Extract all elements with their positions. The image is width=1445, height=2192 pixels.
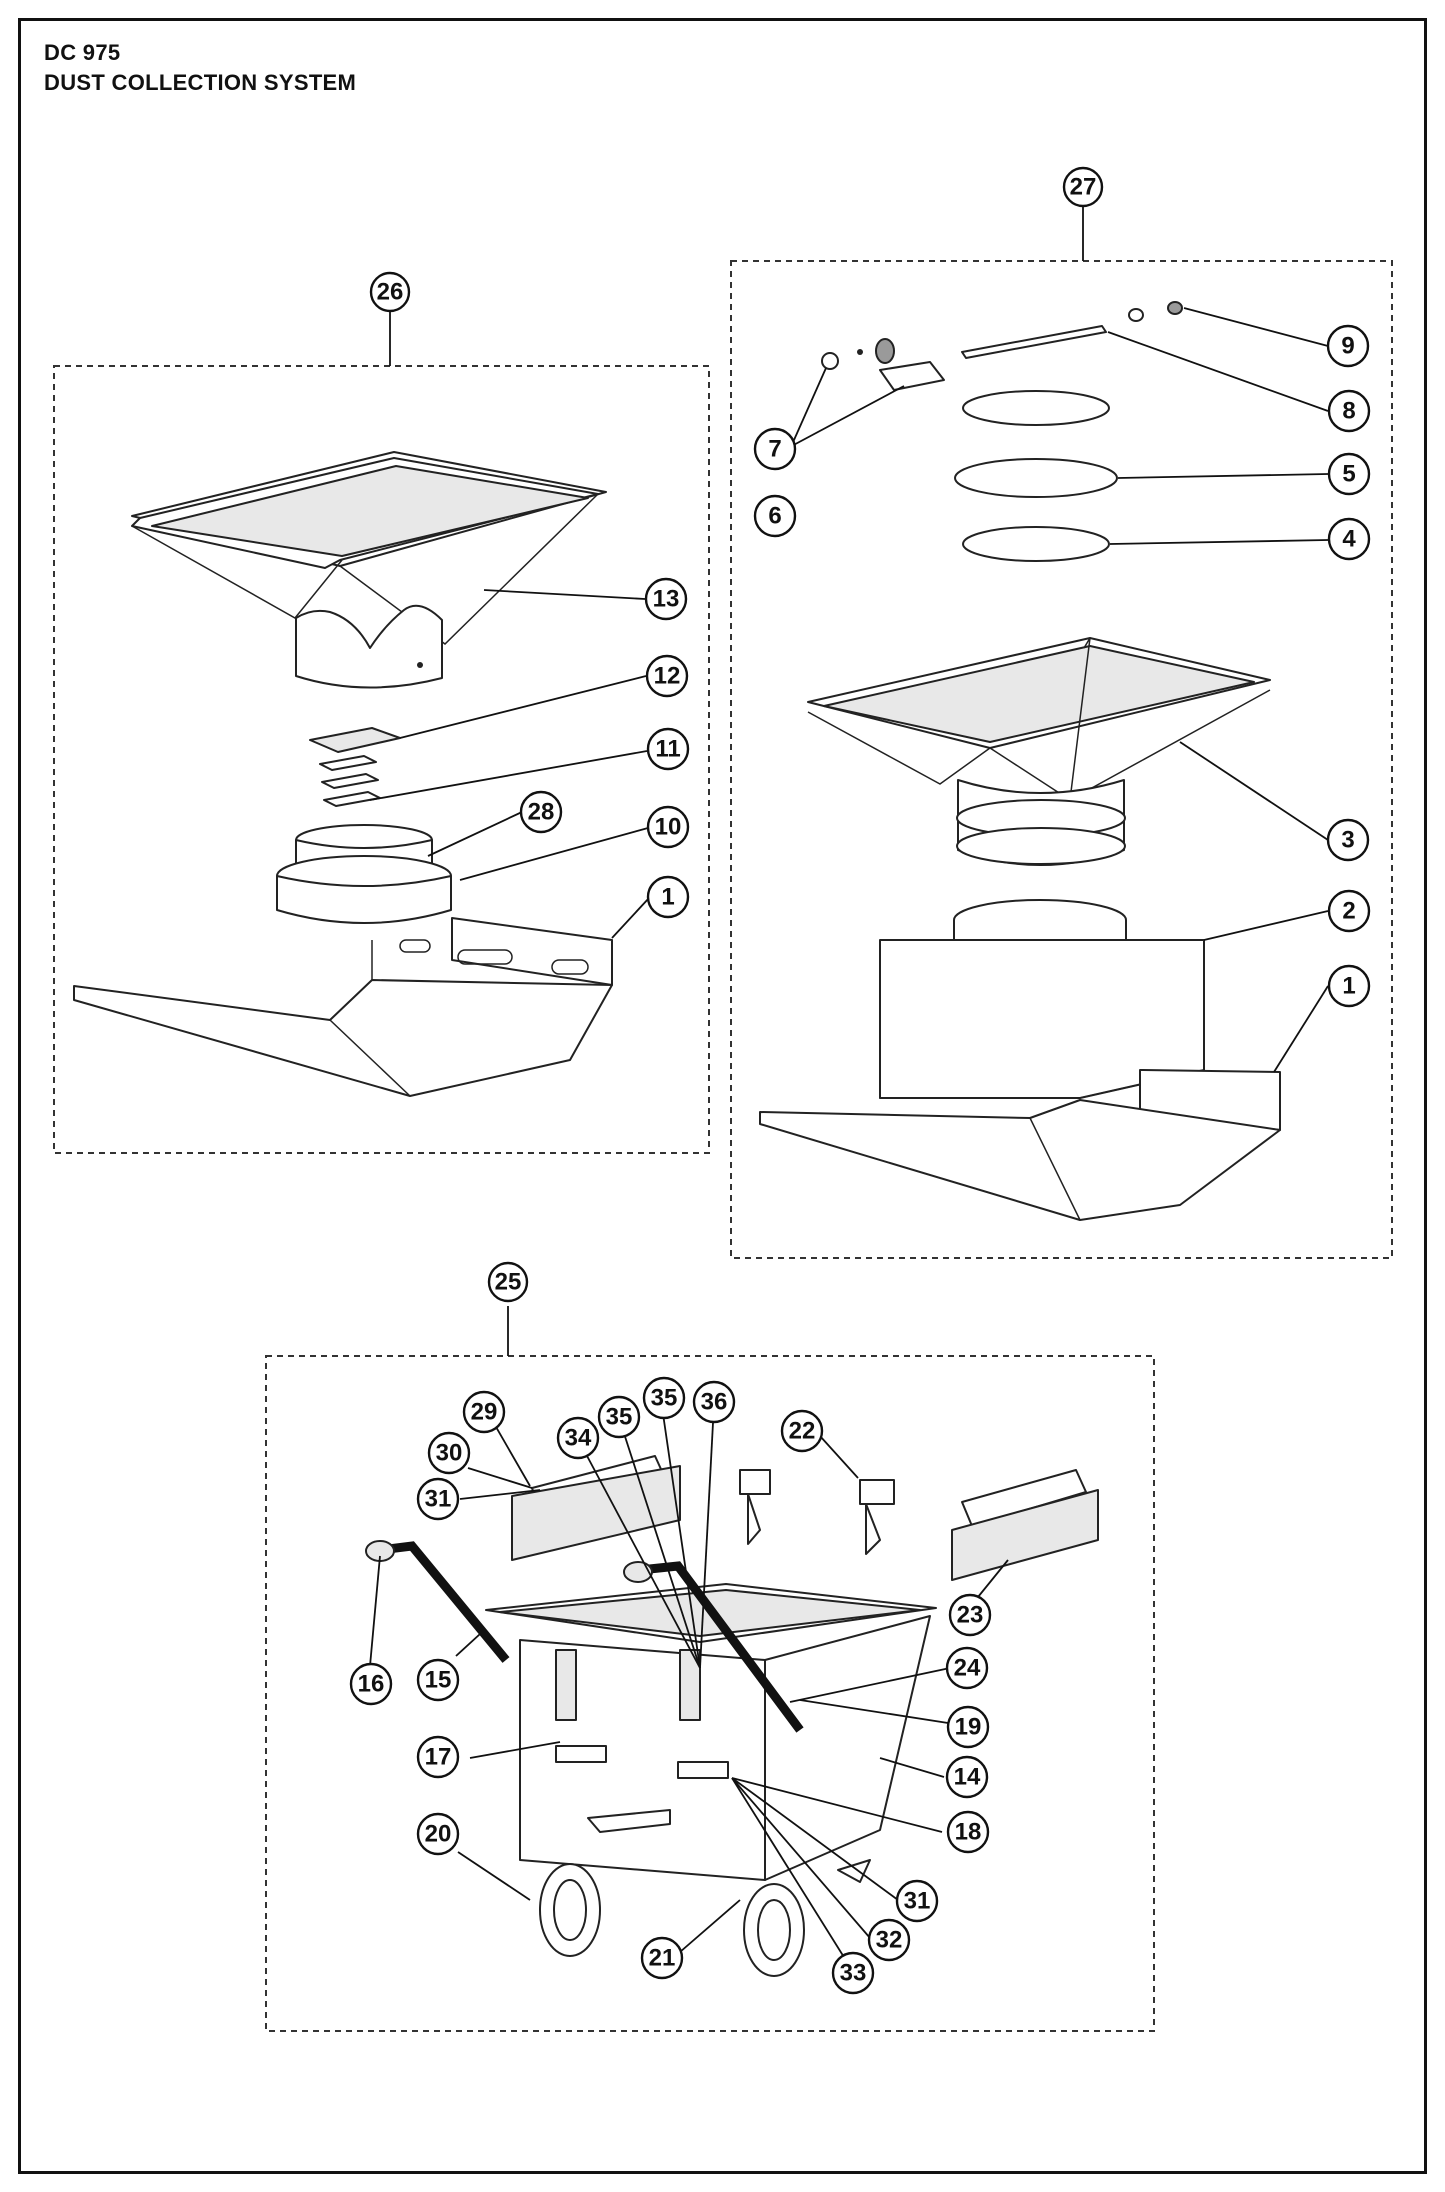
callout-18: 18	[946, 1810, 990, 1854]
svg-text:17: 17	[425, 1744, 452, 1771]
callout-1-a27: 1	[1327, 964, 1371, 1008]
bracket-side	[451, 917, 613, 986]
callout-10: 10	[646, 805, 690, 849]
svg-text:3: 3	[1341, 827, 1354, 854]
svg-text:26: 26	[377, 279, 404, 306]
svg-text:8: 8	[1342, 398, 1355, 425]
callout-30: 30	[427, 1431, 471, 1475]
callout-28: 28	[519, 790, 563, 834]
callout-6: 6	[753, 494, 797, 538]
assembly-26-drawing	[73, 451, 613, 1097]
svg-text:4: 4	[1342, 526, 1356, 553]
assembly-27-drawing	[759, 301, 1281, 1221]
callout-27: 27	[1062, 166, 1104, 208]
svg-text:12: 12	[654, 663, 681, 690]
callout-14: 14	[945, 1755, 989, 1799]
callout-19: 19	[946, 1705, 990, 1749]
callout-20: 20	[416, 1812, 460, 1856]
assembly-25-box	[265, 1355, 1155, 2032]
callout-15: 15	[416, 1658, 460, 1702]
svg-text:7: 7	[768, 436, 781, 463]
svg-text:6: 6	[768, 503, 781, 530]
svg-text:2: 2	[1342, 898, 1355, 925]
svg-text:16: 16	[358, 1671, 385, 1698]
svg-text:32: 32	[876, 1927, 903, 1954]
callout-12: 12	[645, 654, 689, 698]
svg-text:11: 11	[655, 736, 680, 763]
svg-text:30: 30	[436, 1440, 463, 1467]
callout-34: 34	[556, 1416, 600, 1460]
callout-35-left: 35	[597, 1395, 641, 1439]
svg-text:29: 29	[471, 1399, 498, 1426]
model-title: DC 975	[44, 40, 121, 65]
callout-32: 32	[867, 1918, 911, 1962]
callout-23: 23	[948, 1593, 992, 1637]
callout-2: 2	[1327, 889, 1371, 933]
svg-text:1: 1	[661, 884, 674, 911]
clip-plate	[309, 727, 401, 753]
hopper-throat	[295, 604, 443, 689]
assembly-27-box	[730, 260, 1393, 1259]
callout-17: 17	[416, 1735, 460, 1779]
svg-text:24: 24	[954, 1655, 981, 1682]
callout-4: 4	[1327, 517, 1371, 561]
callout-31-top: 31	[416, 1477, 460, 1521]
callout-3: 3	[1326, 818, 1370, 862]
svg-text:5: 5	[1342, 461, 1355, 488]
leader-lines	[369, 206, 1329, 1971]
assembly-25-drawing	[365, 1455, 1099, 1977]
svg-text:36: 36	[701, 1389, 728, 1416]
callout-26: 26	[369, 271, 411, 313]
svg-text:13: 13	[653, 586, 680, 613]
callout-21: 21	[640, 1936, 684, 1980]
system-title: DUST COLLECTION SYSTEM	[44, 70, 357, 95]
callout-1-a26: 1	[646, 875, 690, 919]
svg-text:18: 18	[955, 1819, 982, 1846]
svg-text:28: 28	[528, 799, 555, 826]
callout-16: 16	[349, 1662, 393, 1706]
svg-text:10: 10	[655, 814, 682, 841]
callout-36: 36	[692, 1380, 736, 1424]
callout-31-bottom: 31	[895, 1879, 939, 1923]
callout-25: 25	[487, 1261, 529, 1303]
svg-text:35: 35	[651, 1385, 678, 1412]
callout-7: 7	[753, 427, 797, 471]
svg-text:20: 20	[425, 1821, 452, 1848]
callout-5: 5	[1327, 452, 1371, 496]
svg-text:34: 34	[565, 1425, 592, 1452]
bracket-tray	[73, 979, 613, 1097]
callouts: 26 27 25 13 12 11 28 10 1 9 8 5 4 7 6 3 …	[349, 166, 1371, 1995]
callout-13: 13	[644, 577, 688, 621]
callout-22: 22	[780, 1409, 824, 1453]
callout-35-right: 35	[642, 1376, 686, 1420]
callout-24: 24	[945, 1646, 989, 1690]
callout-29: 29	[462, 1390, 506, 1434]
callout-8: 8	[1327, 389, 1371, 433]
svg-text:19: 19	[955, 1714, 982, 1741]
svg-text:35: 35	[606, 1404, 633, 1431]
svg-text:21: 21	[649, 1945, 676, 1972]
callout-11: 11	[646, 727, 690, 771]
svg-text:1: 1	[1342, 973, 1355, 1000]
svg-text:14: 14	[954, 1764, 981, 1791]
callout-9: 9	[1326, 324, 1370, 368]
svg-text:23: 23	[957, 1602, 984, 1629]
svg-text:15: 15	[425, 1667, 452, 1694]
assembly-26-box	[53, 365, 710, 1154]
callout-33: 33	[831, 1951, 875, 1995]
page-border	[18, 18, 1427, 2174]
svg-text:27: 27	[1070, 174, 1097, 201]
svg-text:9: 9	[1341, 333, 1354, 360]
svg-text:22: 22	[789, 1418, 816, 1445]
svg-text:31: 31	[425, 1486, 452, 1513]
svg-text:31: 31	[904, 1888, 931, 1915]
svg-text:33: 33	[840, 1960, 867, 1987]
hopper-opening	[151, 465, 589, 557]
svg-text:25: 25	[495, 1269, 522, 1296]
